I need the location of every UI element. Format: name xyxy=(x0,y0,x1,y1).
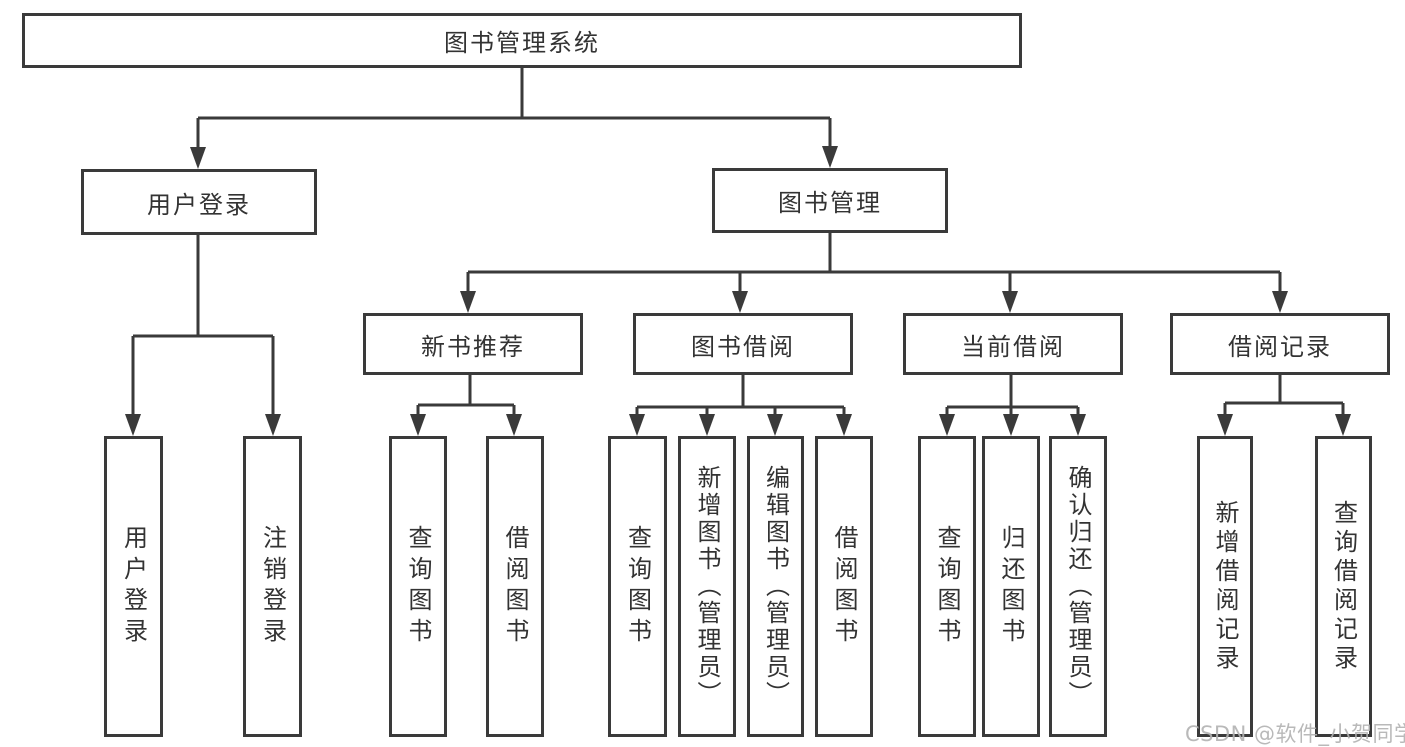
connector-new-book-rec-branch xyxy=(416,375,516,414)
leaf-cb-return-books: 归还图书 xyxy=(982,436,1040,737)
node-borrowing-records: 借阅记录 xyxy=(1170,313,1390,375)
connector-user-login-branch xyxy=(131,235,275,414)
connector-borrow-record-branch xyxy=(1223,375,1345,414)
connector-book-mgmt-branch xyxy=(466,233,1282,291)
leaf-bb-query-books: 查询图书 xyxy=(608,436,667,737)
arrowheads-current-borrow-branch xyxy=(939,414,1086,436)
leaf-bb-borrow-books: 借阅图书 xyxy=(815,436,873,737)
node-root-library-system: 图书管理系统 xyxy=(22,13,1022,68)
arrowheads-book-mgmt-branch xyxy=(460,291,1288,313)
leaf-br-add-record: 新增借阅记录 xyxy=(1197,436,1253,737)
leaf-br-query-record: 查询借阅记录 xyxy=(1315,436,1372,737)
leaf-cb-confirm-return-admin: 确认归还（管理员） xyxy=(1049,436,1107,737)
csdn-watermark: CSDN @软件_小贺同学 xyxy=(1185,722,1405,746)
node-new-book-recommendation: 新书推荐 xyxy=(363,313,583,375)
arrowheads-user-login-branch xyxy=(125,414,281,436)
arrowheads-book-borrow-branch xyxy=(629,414,852,436)
node-user-login: 用户登录 xyxy=(81,169,317,235)
leaf-bb-add-books-admin: 新增图书（管理员） xyxy=(678,436,736,737)
leaf-bb-edit-books-admin: 编辑图书（管理员） xyxy=(747,436,804,737)
connector-root-to-level1 xyxy=(196,68,832,147)
node-current-borrowing: 当前借阅 xyxy=(903,313,1123,375)
connector-book-borrow-branch xyxy=(635,375,846,414)
arrowheads-new-book-rec-branch xyxy=(410,414,522,436)
node-book-borrowing: 图书借阅 xyxy=(633,313,853,375)
leaf-logout: 注销登录 xyxy=(243,436,302,737)
arrowheads-borrow-record-branch xyxy=(1217,414,1351,436)
node-book-management: 图书管理 xyxy=(712,168,948,233)
leaf-cb-query-books: 查询图书 xyxy=(918,436,976,737)
leaf-user-login: 用户登录 xyxy=(104,436,163,737)
connector-current-borrow-branch xyxy=(945,375,1080,414)
arrowheads-level1 xyxy=(190,146,838,169)
leaf-rec-borrow-books: 借阅图书 xyxy=(486,436,544,737)
leaf-rec-query-books: 查询图书 xyxy=(389,436,447,737)
